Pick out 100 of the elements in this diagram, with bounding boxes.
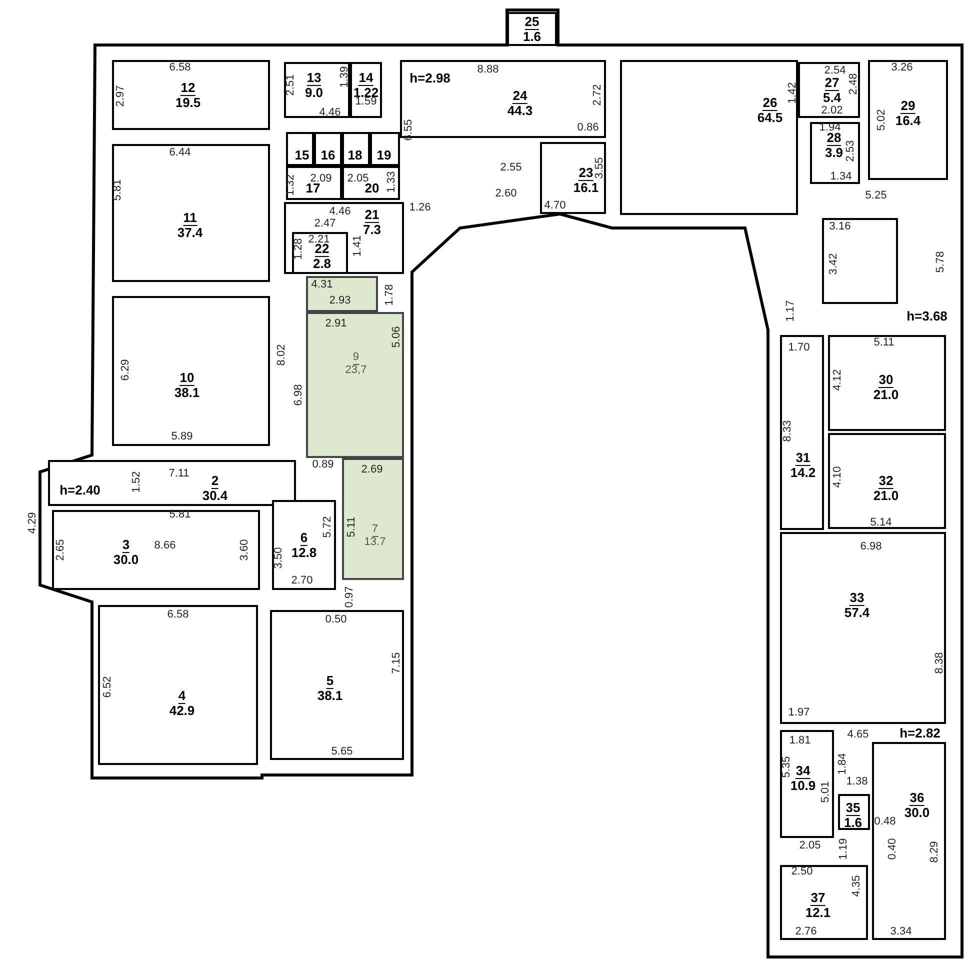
dimension-label: 5.72 [322, 515, 334, 539]
dimension-label: 1.17 [786, 299, 796, 323]
dimension-label: 5.06 [392, 325, 402, 349]
dimension-label: 3.55 [594, 156, 606, 180]
room-area: 1.6 [844, 816, 862, 829]
room-number: 14 [358, 71, 374, 86]
room [810, 122, 860, 184]
room-area: 42.9 [169, 704, 195, 717]
room-number: 21 [364, 208, 380, 223]
room-number: 33 [850, 591, 864, 606]
room-number: 4 [178, 689, 186, 704]
dimension-label: 4.29 [28, 511, 38, 535]
ceiling-height: h=2.40 [58, 484, 102, 496]
room-area: 1.6 [522, 30, 542, 43]
room [342, 166, 400, 200]
dimension-label: 7.11 [168, 468, 190, 480]
room [780, 730, 834, 838]
dimension-label: 2.05 [798, 840, 822, 852]
room-number: 2 [211, 474, 219, 489]
room-number: 6 [300, 531, 308, 546]
dimension-label: 1.42 [788, 81, 798, 105]
dimension-label: 4.46 [328, 206, 352, 218]
dimension-label: 6.98 [294, 383, 304, 407]
dimension-label: 2.09 [310, 174, 333, 184]
dimension-label: 0.50 [324, 614, 348, 626]
room-number: 18 [348, 148, 362, 162]
dimension-label: 8.66 [153, 540, 177, 552]
dimension-label: 0.97 [344, 585, 356, 609]
room-number: 13 [306, 71, 322, 86]
room-number: 5 [326, 674, 334, 689]
dimension-label: 3.26 [890, 62, 914, 74]
room-area: 10.9 [790, 779, 816, 792]
dimension-label: 0.86 [576, 122, 600, 134]
dimension-label: 2.91 [324, 318, 348, 330]
dimension-label: 8.33 [782, 419, 794, 443]
dimension-label: 1.41 [352, 234, 364, 258]
dimension-label: 1.19 [838, 837, 850, 861]
room-area: 30.0 [113, 553, 139, 566]
dimension-label: 1.52 [132, 470, 142, 494]
dimension-label: 2.48 [848, 72, 860, 96]
dimension-label: 2.50 [790, 866, 814, 878]
room [286, 166, 342, 200]
room [342, 458, 404, 580]
room-area: 30.4 [202, 489, 228, 502]
dimension-label: 7.15 [392, 651, 402, 675]
dimension-label: 2.60 [494, 188, 518, 200]
room-number: 15 [294, 148, 310, 162]
dimension-label: 1.94 [818, 122, 842, 134]
dimension-label: 1.28 [294, 237, 304, 261]
room-number: 25 [524, 15, 540, 30]
room [507, 12, 557, 46]
room-number: 23 [578, 166, 594, 181]
dimension-label: 2.72 [592, 83, 604, 107]
room [272, 500, 336, 590]
room [798, 62, 860, 118]
room-area: 2.8 [312, 257, 332, 270]
dimension-label: 3.60 [240, 538, 250, 562]
dimension-label: 4.46 [318, 108, 342, 118]
room-number: 16 [320, 148, 336, 162]
room [306, 276, 378, 312]
room [828, 433, 946, 529]
room-area: 16.4 [895, 114, 921, 127]
room-number: 20 [364, 182, 380, 194]
dimension-label: 5.25 [864, 190, 888, 202]
room-area: 3.9 [824, 146, 844, 159]
room-area: 19.5 [175, 96, 201, 109]
room-number: 26 [762, 96, 778, 111]
room-number: 17 [306, 182, 320, 194]
room-area: 30.0 [904, 806, 930, 819]
room [370, 132, 400, 166]
room [48, 460, 296, 506]
room-area: 38.1 [174, 386, 200, 399]
dimension-label: 1.38 [845, 776, 869, 788]
ceiling-height: h=2.82 [898, 726, 942, 740]
dimension-label: 6.58 [166, 610, 190, 620]
dimension-label: 4.12 [832, 368, 844, 392]
room [52, 510, 260, 590]
dimension-label: 1.39 [340, 65, 350, 89]
dimension-label: 5.01 [820, 780, 832, 804]
room-number: 29 [900, 99, 916, 114]
dimension-label: 2.05 [346, 174, 369, 184]
dimension-label: 2.97 [116, 84, 126, 108]
dimension-label: 8.38 [934, 651, 946, 675]
room-area: 13.7 [364, 537, 386, 548]
room-area: 57.4 [844, 606, 870, 619]
room [270, 610, 404, 760]
dimension-label: 8.88 [476, 64, 500, 76]
room [98, 605, 258, 765]
dimension-label: 2.51 [286, 73, 296, 97]
room-number: 31 [796, 451, 810, 466]
dimension-label: 1.78 [384, 283, 396, 307]
room-area: 38.1 [317, 689, 343, 702]
room [540, 142, 606, 214]
dimension-label: 5.02 [876, 108, 888, 132]
dimension-label: 2.02 [820, 106, 844, 116]
room-number: 32 [878, 474, 894, 489]
dimension-label: 3.34 [889, 926, 913, 938]
room-number: 10 [180, 371, 194, 386]
room [868, 60, 948, 180]
dimension-label: 1.33 [386, 170, 398, 194]
